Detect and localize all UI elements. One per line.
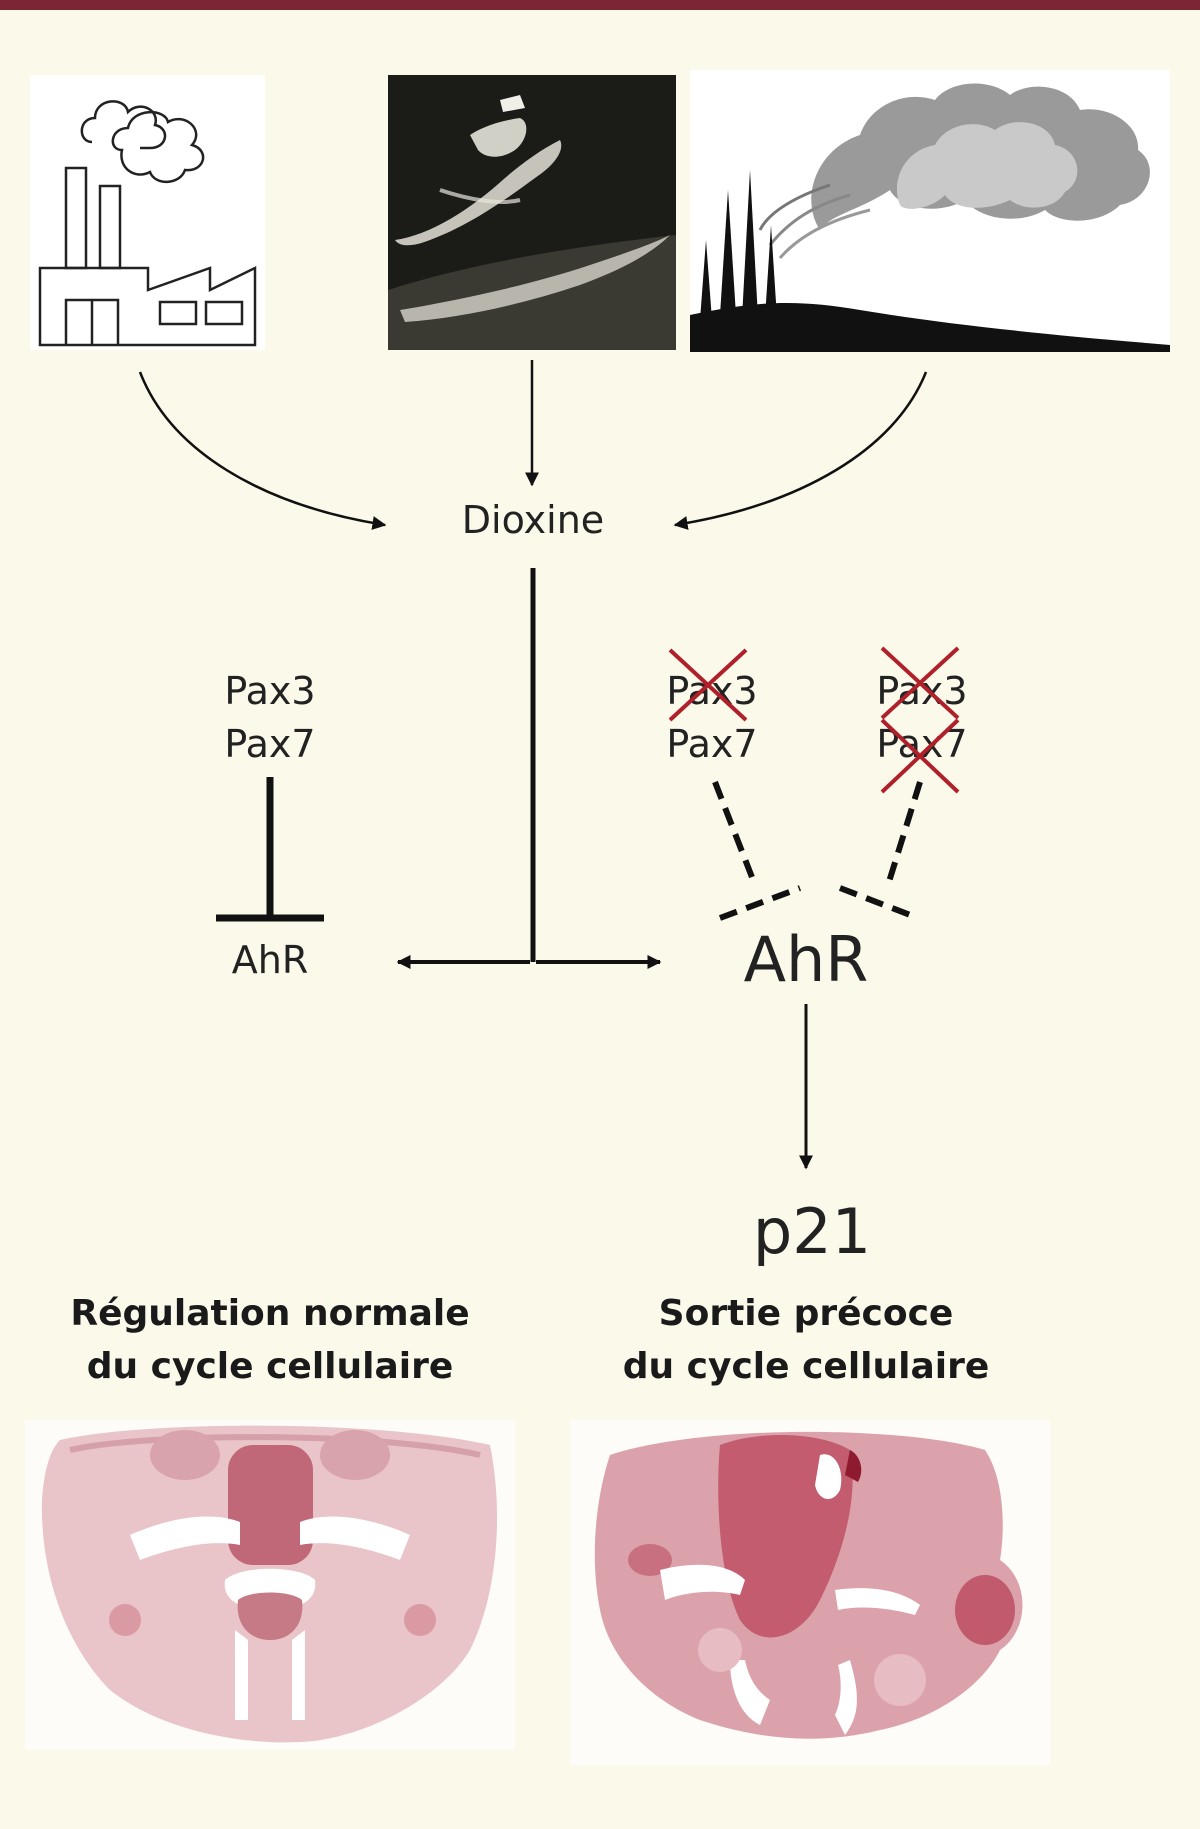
altered-tissue-section-image — [570, 1420, 1050, 1765]
normal-tissue-section-image — [25, 1420, 515, 1750]
left-pax7-label: Pax7 — [224, 722, 315, 766]
left-pax3-label: Pax3 — [224, 669, 315, 713]
cross-mark-mid-pax3 — [668, 648, 748, 722]
arrow-factory-to-dioxine — [138, 371, 387, 530]
cross-mark-right-pax3 — [880, 646, 960, 720]
dashed-inhibition-mid — [712, 780, 758, 887]
top-accent-bar — [0, 0, 1200, 10]
dashed-inhibition-right — [885, 781, 923, 886]
cross-mark-right-pax7 — [880, 718, 960, 794]
caption-left-line2: du cycle cellulaire — [87, 1346, 454, 1387]
caption-right-line2: du cycle cellulaire — [623, 1346, 990, 1387]
ahr-label: AhR — [744, 923, 869, 996]
left-ahr-label: AhR — [232, 938, 308, 982]
forest-fire-smoke-icon — [690, 70, 1170, 352]
mid-pax7-label: Pax7 — [666, 722, 757, 766]
aerial-spraying-photo — [388, 75, 676, 350]
dioxine-label: Dioxine — [462, 498, 604, 542]
caption-left-line1: Régulation normale — [70, 1293, 469, 1334]
dashed-bar-right — [838, 885, 920, 921]
arrow-fire-to-dioxine — [673, 371, 928, 530]
dashed-bar-mid — [718, 885, 802, 921]
right-pax3-label: Pax3 — [876, 669, 967, 713]
factory-icon — [30, 75, 265, 350]
caption-right-line1: Sortie précoce — [659, 1293, 954, 1334]
p21-label: p21 — [753, 1195, 871, 1268]
